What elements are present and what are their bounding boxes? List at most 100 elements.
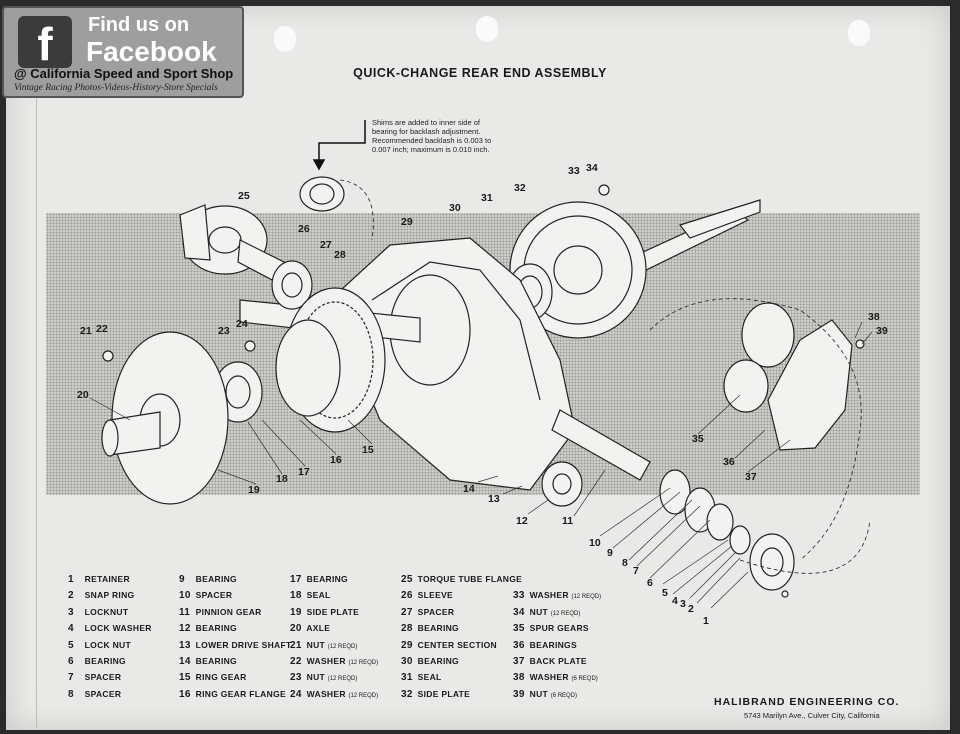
callout-33: 33 <box>568 165 580 177</box>
callout-12: 12 <box>516 515 528 527</box>
callout-18: 18 <box>276 473 288 485</box>
callout-34: 34 <box>586 162 598 174</box>
legend-item: 25 TORQUE TUBE FLANGE <box>401 574 522 590</box>
shaft-spline-end <box>678 199 761 239</box>
punch-hole-right <box>848 20 870 46</box>
spacer-7 <box>706 503 734 541</box>
company-name: HALIBRAND ENGINEERING CO. <box>714 696 900 708</box>
ring-gear-flange-16 <box>275 319 341 417</box>
callout-21: 21 <box>80 325 92 337</box>
legend-quantity: (12 REQD) <box>571 594 602 601</box>
callout-30: 30 <box>449 202 461 214</box>
legend-number: 5 <box>68 639 74 651</box>
legend-number: 4 <box>68 623 74 635</box>
legend-item: 21 NUT (12 REQD) <box>290 640 378 656</box>
callout-16: 16 <box>330 454 342 466</box>
legend-label: BEARING <box>417 623 459 634</box>
legend-item: 31 SEAL <box>401 672 522 688</box>
punch-hole-center <box>476 16 498 42</box>
legend-item: 37 BACK PLATE <box>513 656 601 672</box>
legend-number: 38 <box>513 672 525 684</box>
legend-column-2: 9 BEARING 10 SPACER 11 PINNION GEAR 12 B… <box>179 574 291 705</box>
legend-number: 29 <box>401 639 413 651</box>
legend-label: WASHER <box>529 590 569 601</box>
legend-item: 3 LOCKNUT <box>68 607 152 623</box>
legend-item: 38 WASHER (6 REQD) <box>513 672 601 688</box>
legend-label: LOWER DRIVE SHAFT <box>195 639 292 650</box>
legend-number: 18 <box>290 590 302 602</box>
dashed-guide-seal <box>339 179 374 241</box>
legend-number: 15 <box>179 672 191 684</box>
legend-item: 34 NUT (12 REQD) <box>513 607 601 623</box>
facebook-logo-icon: f <box>18 16 72 70</box>
legend-item: 23 NUT (12 REQD) <box>290 672 378 688</box>
callout-38: 38 <box>868 311 880 323</box>
legend-label: NUT <box>529 606 549 617</box>
callout-24: 24 <box>236 318 248 330</box>
legend-column-4: 25 TORQUE TUBE FLANGE 26 SLEEVE 27 SPACE… <box>401 574 522 705</box>
legend-label: WASHER <box>529 672 569 683</box>
legend-item: 20 AXLE <box>290 623 378 639</box>
callout-15: 15 <box>362 444 374 456</box>
legend-column-1: 1 RETAINER 2 SNAP RING 3 LOCKNUT 4 LOCK … <box>68 574 152 705</box>
callout-11: 11 <box>562 515 573 527</box>
legend-item: 8 SPACER <box>68 689 152 705</box>
callout-23: 23 <box>218 325 230 337</box>
legend-quantity: (12 REQD) <box>348 692 379 699</box>
legend-item: 14 BEARING <box>179 656 291 672</box>
callout-27: 27 <box>320 239 332 251</box>
legend-item: 7 SPACER <box>68 672 152 688</box>
legend-item: 29 CENTER SECTION <box>401 640 522 656</box>
legend-number: 35 <box>513 623 525 635</box>
legend-label: SPACER <box>417 606 455 617</box>
legend-label: BEARING <box>195 574 237 584</box>
callout-17: 17 <box>298 466 310 478</box>
legend-item: 15 RING GEAR <box>179 672 291 688</box>
pinion-gear-11 <box>551 409 651 481</box>
legend-number: 21 <box>290 639 302 651</box>
legend-number: 6 <box>68 655 74 667</box>
legend-number: 19 <box>290 606 302 618</box>
legend-number: 7 <box>68 672 74 684</box>
legend-item: 24 WASHER (12 REQD) <box>290 689 378 705</box>
legend-item: 36 BEARINGS <box>513 640 601 656</box>
callout-28: 28 <box>334 249 346 261</box>
legend-label: PINNION GEAR <box>195 606 262 617</box>
legend-label: SNAP RING <box>84 590 135 601</box>
legend-label: SPACER <box>195 590 233 601</box>
legend-item: 1 RETAINER <box>68 574 152 590</box>
legend-quantity: (6 REQD) <box>571 676 598 683</box>
legend-quantity: (6 REQD) <box>550 692 578 699</box>
back-plate-37 <box>767 319 853 451</box>
legend-number: 13 <box>179 639 191 651</box>
badge-shop-name: @ California Speed and Sport Shop <box>14 66 234 81</box>
legend-label: SIDE PLATE <box>306 606 360 617</box>
legend-number: 27 <box>401 606 413 618</box>
bearing-9 <box>659 469 691 515</box>
company-address: 5743 Marilyn Ave., Culver City, Californ… <box>744 711 880 720</box>
legend-item: 11 PINNION GEAR <box>179 607 291 623</box>
callout-1: 1 <box>703 615 709 627</box>
legend-number: 14 <box>179 655 191 667</box>
callout-3: 3 <box>680 598 686 610</box>
spur-gear-upper <box>741 302 795 368</box>
legend-label: SIDE PLATE <box>417 688 471 699</box>
legend-number: 24 <box>290 688 302 700</box>
legend-number: 36 <box>513 639 525 651</box>
legend-quantity: (12 REQD) <box>327 643 358 650</box>
callout-31: 31 <box>481 192 493 204</box>
legend-label: RING GEAR <box>195 672 247 683</box>
page-title: QUICK-CHANGE REAR END ASSEMBLY <box>353 66 607 80</box>
legend-item: 30 BEARING <box>401 656 522 672</box>
legend-item: 12 BEARING <box>179 623 291 639</box>
dashed-guide-retainer <box>739 519 871 574</box>
facebook-badge[interactable]: f Find us on Facebook @ California Speed… <box>2 6 244 98</box>
legend-label: WASHER <box>306 655 346 666</box>
legend-item: 35 SPUR GEARS <box>513 623 601 639</box>
legend-label: BEARING <box>84 655 126 666</box>
legend-label: NUT <box>529 688 549 699</box>
legend-item: 18 SEAL <box>290 590 378 606</box>
legend-number: 23 <box>290 672 302 684</box>
legend-item: 5 LOCK NUT <box>68 640 152 656</box>
